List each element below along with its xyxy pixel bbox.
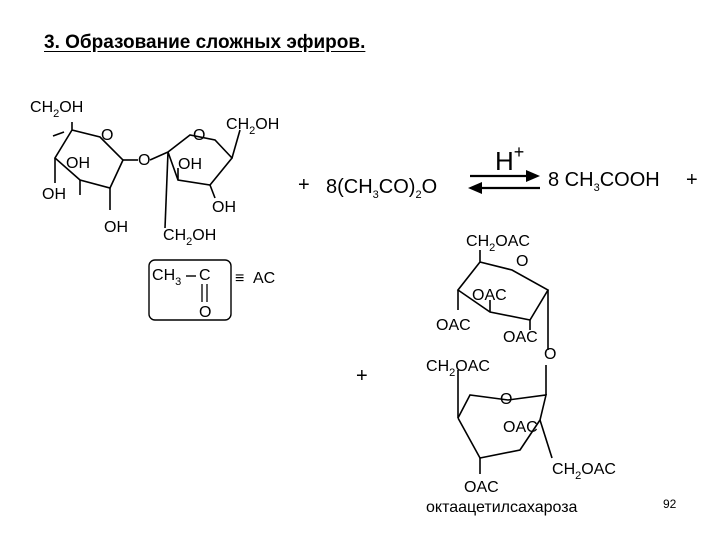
- equilibrium-arrows: [468, 170, 540, 194]
- plus-sign-product: +: [356, 365, 368, 387]
- product-fru-ch2oac-bottom: CH2OAC: [552, 461, 616, 482]
- product-glc-ch2oac: CH2OAC: [466, 233, 530, 254]
- glucose-oh-3: OH: [104, 219, 128, 236]
- product-glc-oac-right: OAC: [503, 329, 538, 346]
- acetic-acid-byproduct: 8 CH3COOH: [548, 169, 660, 194]
- acetic-anhydride-reagent: 8(CH3CO)2O: [326, 176, 437, 201]
- product-fru-ring-oxygen: O: [500, 391, 512, 408]
- equivalence-sign: ≡: [235, 270, 244, 287]
- reaction-equation: + 8(CH3CO)2O H+ 8 CH3COOH + +: [298, 142, 698, 387]
- glucose-oh-1: OH: [66, 155, 90, 172]
- fructose-ch2oh-bottom: CH2OH: [163, 227, 216, 248]
- acetyl-oxygen-label: O: [199, 304, 211, 321]
- product-fru-oac-bottom: OAC: [464, 479, 499, 496]
- product-bridge-oxygen: O: [544, 346, 556, 363]
- acetyl-carbon-label: C: [199, 267, 211, 284]
- slide-title: 3. Образование сложных эфиров.: [44, 32, 366, 53]
- glucose-ring-oxygen: O: [101, 127, 113, 144]
- sucrose-labels: CH2OH O OH OH OH O O CH2OH OH OH CH2OH: [30, 99, 279, 248]
- fructose-oh-1: OH: [178, 156, 202, 173]
- product-glc-ring-oxygen: O: [516, 253, 528, 270]
- glucose-oh-2: OH: [42, 186, 66, 203]
- glycosidic-bridge-oxygen: O: [138, 152, 150, 169]
- product-labels: CH2OAC O OAC OAC OAC O CH2OAC O OAC CH2O…: [426, 233, 616, 516]
- sucrose-structure: [52, 122, 241, 229]
- plus-sign-right: +: [686, 169, 698, 191]
- product-structure: [456, 250, 553, 474]
- page-number: 92: [663, 497, 677, 511]
- glucose-ch2oh-label: CH2OH: [30, 99, 83, 120]
- product-fru-oac-ring: OAC: [503, 419, 538, 436]
- product-fru-ch2oac-top: CH2OAC: [426, 358, 490, 379]
- acetyl-ac-label: AC: [253, 270, 275, 287]
- acid-catalyst: H+: [495, 142, 524, 176]
- fructose-ch2oh-top: CH2OH: [226, 116, 279, 137]
- product-name-label: октаацетилсахароза: [426, 499, 578, 516]
- acetyl-definition-box: CH3 C O ≡ AC: [148, 259, 275, 321]
- plus-sign-left: +: [298, 174, 310, 196]
- fructose-oh-2: OH: [212, 199, 236, 216]
- fructose-ring-oxygen: O: [193, 127, 205, 144]
- acetyl-ch3-label: CH3: [152, 267, 181, 288]
- product-glc-oac-left: OAC: [436, 317, 471, 334]
- product-glc-oac-ring: OAC: [472, 287, 507, 304]
